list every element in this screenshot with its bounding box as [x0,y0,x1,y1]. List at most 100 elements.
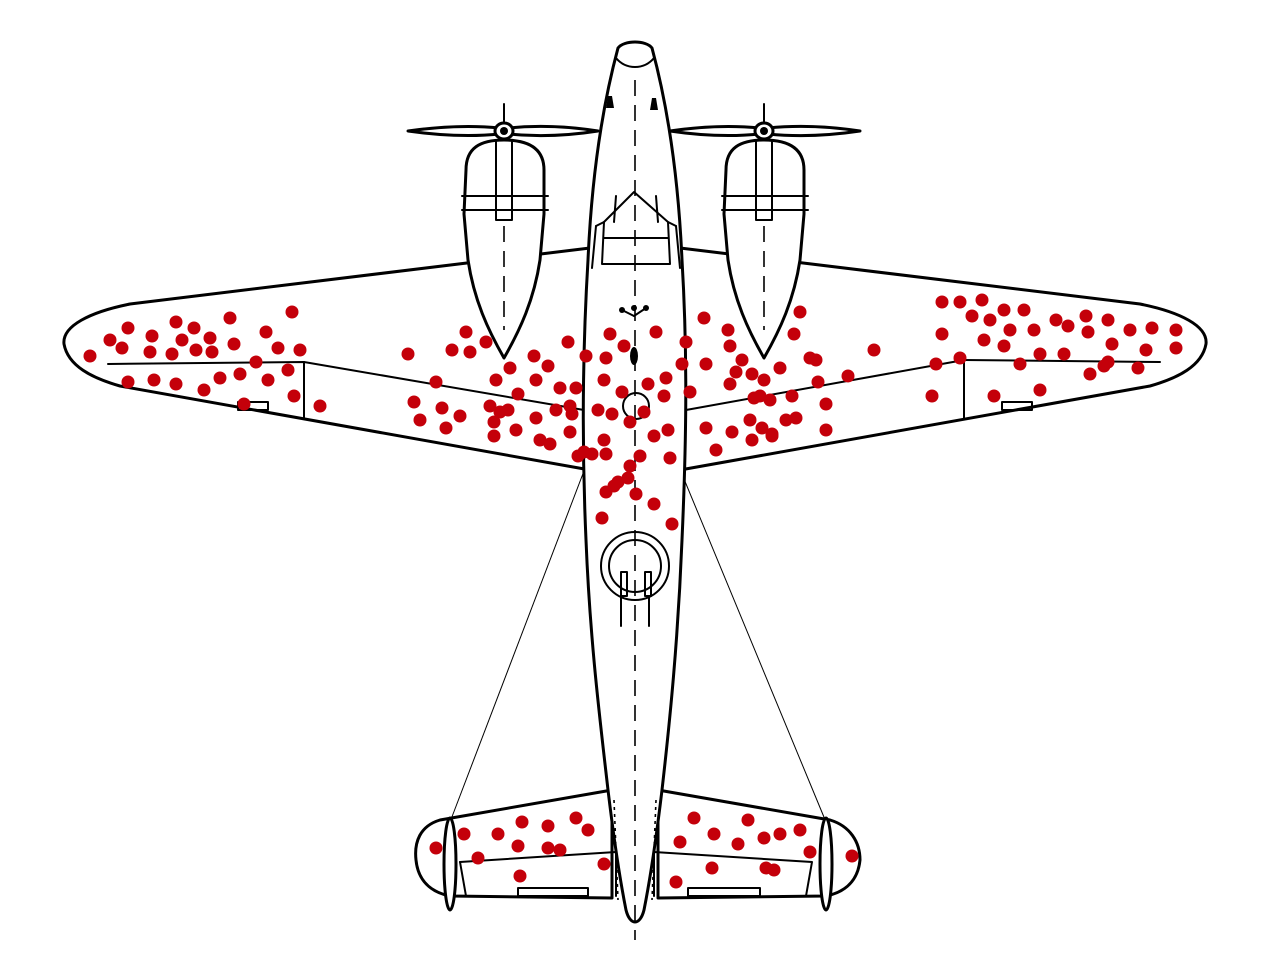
damage-marker [513,869,527,883]
damage-marker [763,393,777,407]
damage-marker [261,373,275,387]
damage-marker [541,359,555,373]
left-propeller-blade [506,124,600,138]
damage-marker [759,861,773,875]
damage-marker [1083,367,1097,381]
damage-marker [623,459,637,473]
damage-marker [723,339,737,353]
damage-marker [223,311,237,325]
damage-marker [189,343,203,357]
damage-marker [1027,323,1041,337]
damage-marker [165,347,179,361]
damage-markers [83,293,1183,889]
damage-marker [569,811,583,825]
damage-marker [487,415,501,429]
damage-marker [115,341,129,355]
damage-marker [845,849,859,863]
damage-marker [819,397,833,411]
damage-marker [723,377,737,391]
damage-marker [725,425,739,439]
damage-marker [479,335,493,349]
damage-marker [121,321,135,335]
damage-marker [1097,359,1111,373]
damage-marker [527,349,541,363]
damage-marker [975,293,989,307]
damage-marker [841,369,855,383]
damage-marker [665,517,679,531]
damage-marker [103,333,117,347]
damage-marker [743,413,757,427]
right-propeller-blade [668,124,762,138]
damage-marker [529,373,543,387]
fuselage [581,40,688,940]
damage-marker [1049,313,1063,327]
damage-marker [313,399,327,413]
damage-marker [1081,325,1095,339]
damage-marker [281,363,295,377]
damage-marker [729,365,743,379]
damage-marker [745,433,759,447]
damage-marker [615,385,629,399]
damage-marker [213,371,227,385]
damage-marker [987,389,1001,403]
damage-marker [501,403,515,417]
damage-marker [489,373,503,387]
damage-marker [147,373,161,387]
damage-marker [773,361,787,375]
damage-marker [445,343,459,357]
damage-marker [541,819,555,833]
damage-marker [709,443,723,457]
damage-marker [1033,383,1047,397]
damage-marker [641,377,655,391]
damage-marker [753,389,767,403]
damage-marker [741,813,755,827]
damage-marker [599,351,613,365]
damage-marker [721,323,735,337]
damage-marker [597,373,611,387]
damage-marker [757,373,771,387]
damage-marker [659,371,673,385]
damage-marker [603,327,617,341]
damage-marker [621,471,635,485]
damage-marker [755,421,769,435]
damage-marker [687,811,701,825]
damage-marker [457,827,471,841]
damage-marker [563,425,577,439]
damage-marker [435,401,449,415]
damage-marker [577,445,591,459]
damage-marker [565,407,579,421]
damage-marker [629,487,643,501]
damage-marker [529,411,543,425]
damage-marker [541,841,555,855]
right-fin [818,816,834,912]
damage-marker [581,823,595,837]
damage-marker [811,375,825,389]
damage-marker [471,851,485,865]
right-trim-tab [1001,401,1033,411]
damage-marker [511,387,525,401]
damage-marker [205,345,219,359]
left-fin [442,816,458,912]
damage-marker [803,351,817,365]
damage-marker [793,305,807,319]
damage-marker [803,845,817,859]
damage-marker [649,325,663,339]
damage-marker [227,337,241,351]
damage-marker [669,875,683,889]
damage-marker [679,335,693,349]
right-engine [668,103,862,360]
damage-marker [515,815,529,829]
damage-marker [401,347,415,361]
damage-marker [1079,309,1093,323]
damage-marker [407,395,421,409]
damage-marker [699,357,713,371]
cockpit-canopy [601,191,671,265]
damage-marker [673,835,687,849]
antenna-mount [630,347,638,365]
damage-marker [647,497,661,511]
damage-marker [1145,321,1159,335]
damage-marker [983,313,997,327]
damage-marker [169,315,183,329]
damage-marker [745,367,759,381]
